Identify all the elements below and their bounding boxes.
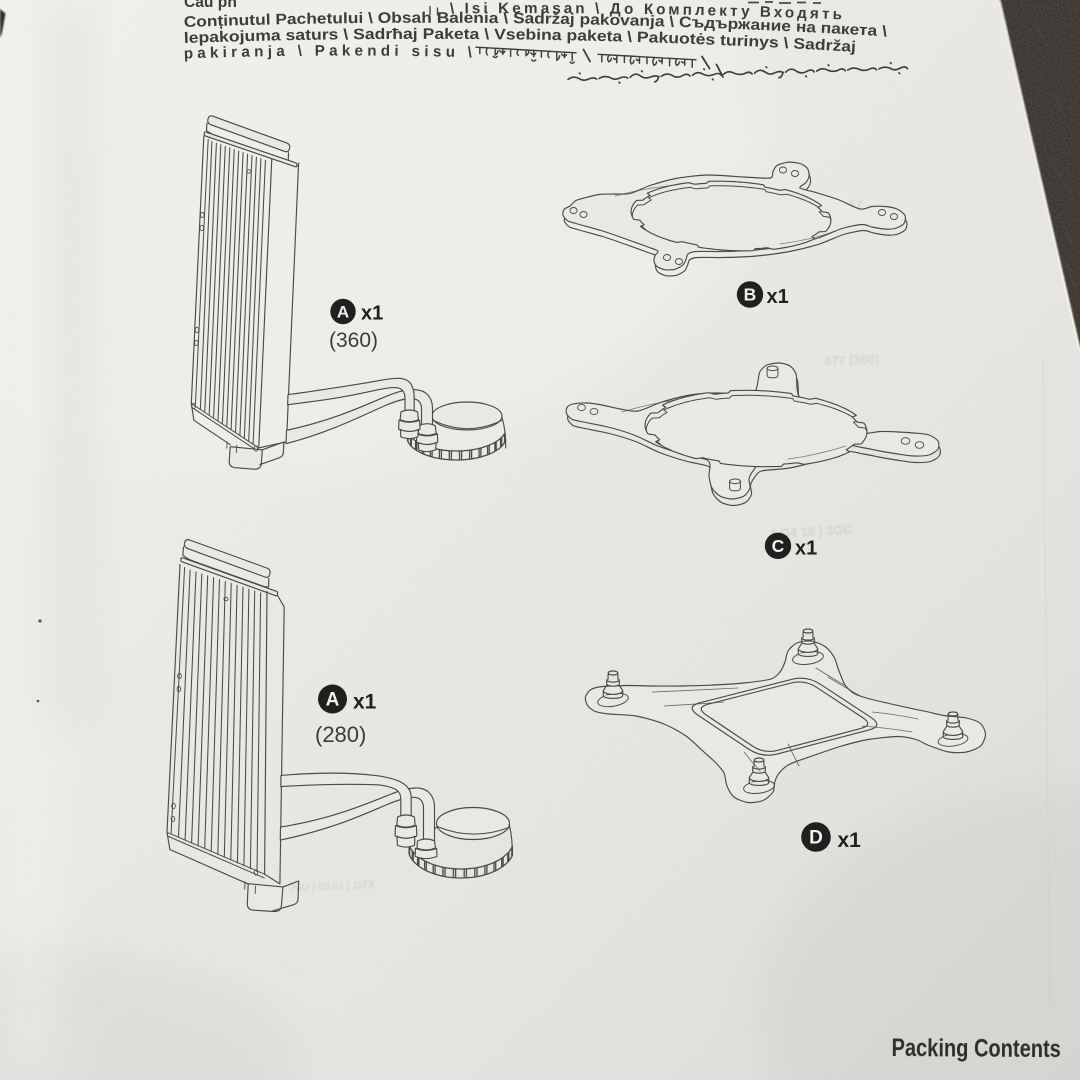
svg-text:(280): (280) bbox=[315, 722, 366, 747]
svg-text:A: A bbox=[337, 303, 349, 322]
svg-text:Cau ph: Cau ph bbox=[184, 0, 237, 11]
svg-text:B: B bbox=[744, 285, 757, 305]
svg-text:LG4 16 | 3GC: LG4 16 | 3GC bbox=[771, 522, 853, 541]
svg-text:(360): (360) bbox=[329, 329, 378, 352]
svg-text:C: C bbox=[772, 536, 785, 556]
svg-text:J6U | I2UU | 1I7X: J6U | I2UU | 1I7X bbox=[289, 879, 376, 894]
svg-text:x1: x1 bbox=[361, 303, 383, 325]
svg-text:x1: x1 bbox=[795, 538, 817, 560]
svg-text:Packing Contents: Packing Contents bbox=[891, 1034, 1061, 1063]
svg-text:A: A bbox=[326, 690, 340, 711]
svg-text:x1: x1 bbox=[838, 829, 862, 852]
svg-text:477 (360): 477 (360) bbox=[823, 351, 879, 369]
svg-text:x1: x1 bbox=[353, 691, 377, 714]
svg-text:D: D bbox=[809, 828, 823, 849]
svg-text:x1: x1 bbox=[767, 286, 789, 308]
